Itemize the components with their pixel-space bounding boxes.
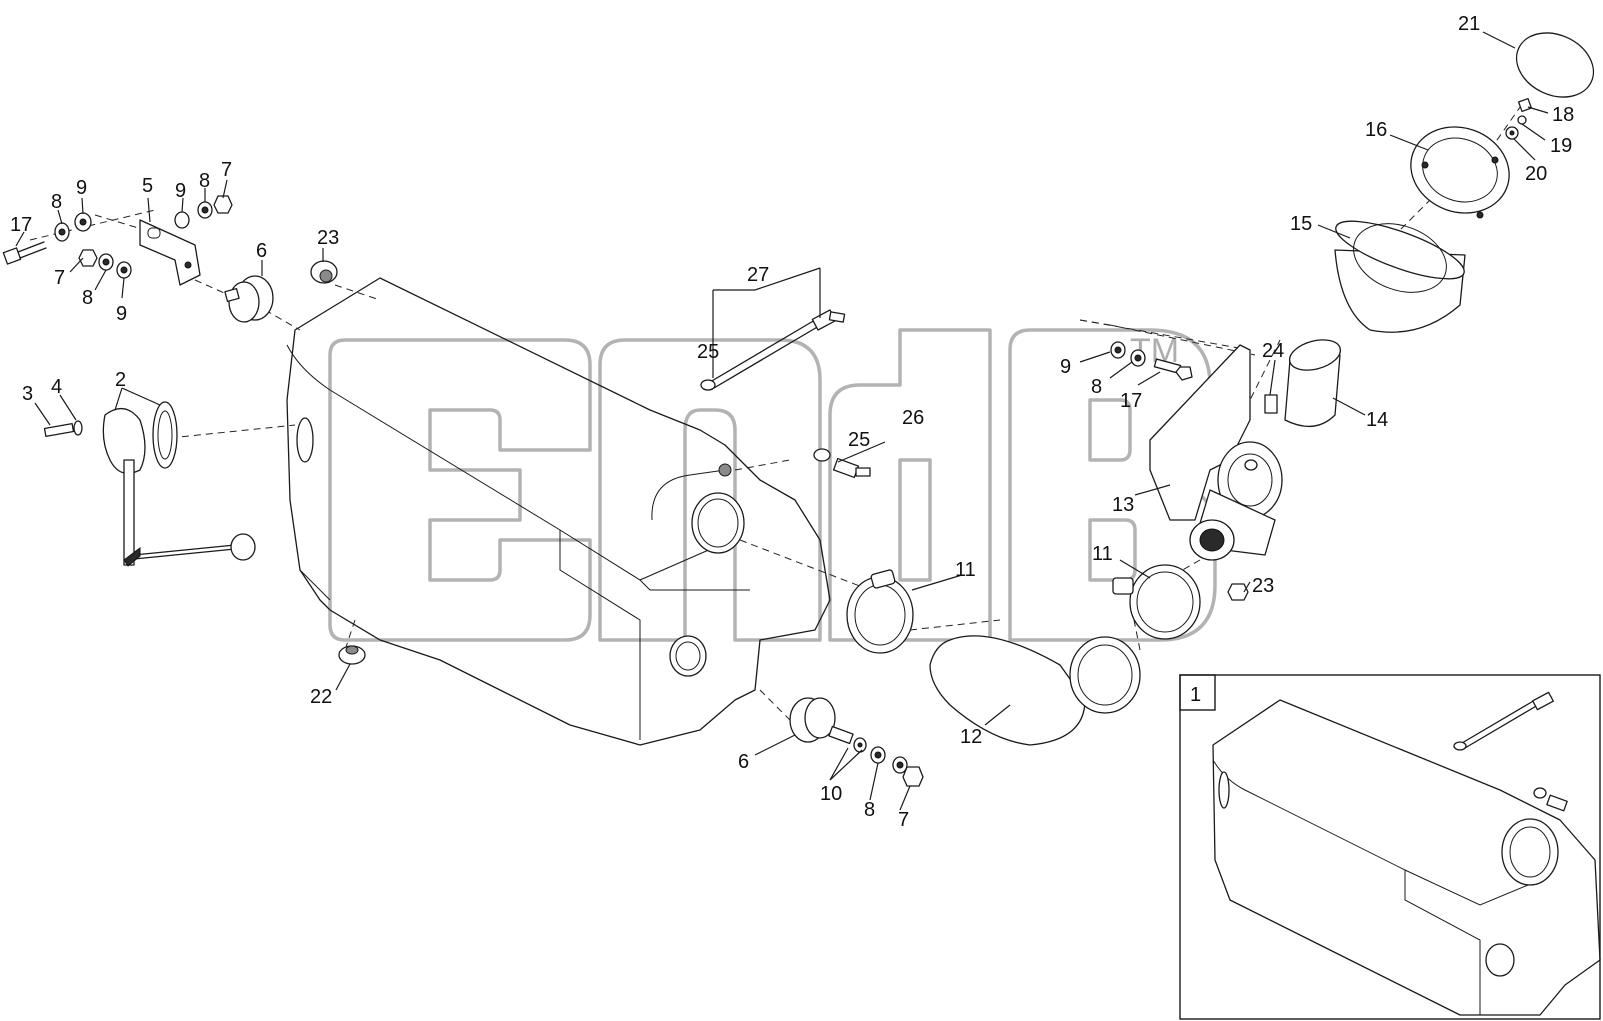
callout-25-top: 25 (697, 341, 719, 363)
inset-label: 1 (1190, 684, 1201, 706)
vent-tube-assembly (700, 267, 886, 479)
callout-18: 18 (1552, 104, 1574, 126)
callout-9-left: 9 (76, 177, 87, 199)
filler-hose-and-clamps (846, 564, 1201, 746)
callout-14: 14 (1366, 409, 1388, 431)
inset-assembly-view: 1 (1179, 674, 1601, 1020)
callout-11-left: 11 (955, 559, 976, 581)
callout-9-right: 9 (1060, 356, 1071, 378)
callout-3: 3 (22, 383, 33, 405)
callout-8-right: 8 (1091, 376, 1102, 398)
callout-6-top: 6 (256, 240, 267, 262)
callout-10: 10 (820, 783, 842, 805)
callout-7-left: 7 (54, 267, 65, 289)
filler-neck-assembly (1110, 341, 1283, 601)
callout-9-top: 9 (175, 180, 186, 202)
watermark-logo: TM (328, 328, 1217, 642)
callout-2: 2 (115, 369, 126, 391)
callout-24: 24 (1262, 340, 1284, 362)
callout-7-bottom-right: 7 (898, 809, 909, 831)
callout-9-bottom: 9 (116, 303, 127, 325)
callout-8-left: 8 (51, 191, 62, 213)
callout-11-right: 11 (1092, 543, 1113, 565)
fuel-sender-assembly (43, 401, 256, 567)
grommets (310, 260, 366, 665)
callout-12: 12 (960, 726, 982, 748)
left-mount-hardware (2, 195, 274, 323)
fuel-tank (286, 277, 831, 746)
callout-8-top: 8 (199, 170, 210, 192)
callout-5: 5 (142, 175, 153, 197)
callout-16: 16 (1365, 119, 1387, 141)
callout-6-bottom: 6 (738, 751, 749, 773)
callout-15: 15 (1290, 213, 1312, 235)
callout-26: 26 (902, 407, 924, 429)
callout-25-mid: 25 (848, 429, 870, 451)
callout-23-right: 23 (1252, 575, 1274, 597)
filler-cap-assembly (1284, 32, 1595, 427)
bottom-mount-hardware (789, 697, 924, 787)
callout-20: 20 (1525, 163, 1547, 185)
callout-labels: 21 18 19 20 16 15 14 24 9 8 17 13 11 23 … (10, 13, 1574, 831)
callout-13: 13 (1112, 494, 1134, 516)
callout-8-bottom-right: 8 (864, 799, 875, 821)
callout-23-left: 23 (317, 227, 339, 249)
callout-4: 4 (51, 376, 62, 398)
callout-21: 21 (1458, 13, 1480, 35)
callout-17-right: 17 (1120, 390, 1142, 412)
callout-8-bottom: 8 (82, 287, 93, 309)
callout-22: 22 (310, 686, 332, 708)
callout-27: 27 (747, 264, 769, 286)
callout-leaders (15, 31, 1549, 811)
callout-7-top: 7 (221, 159, 232, 181)
callout-19: 19 (1550, 135, 1572, 157)
callout-17-left: 17 (10, 214, 32, 236)
